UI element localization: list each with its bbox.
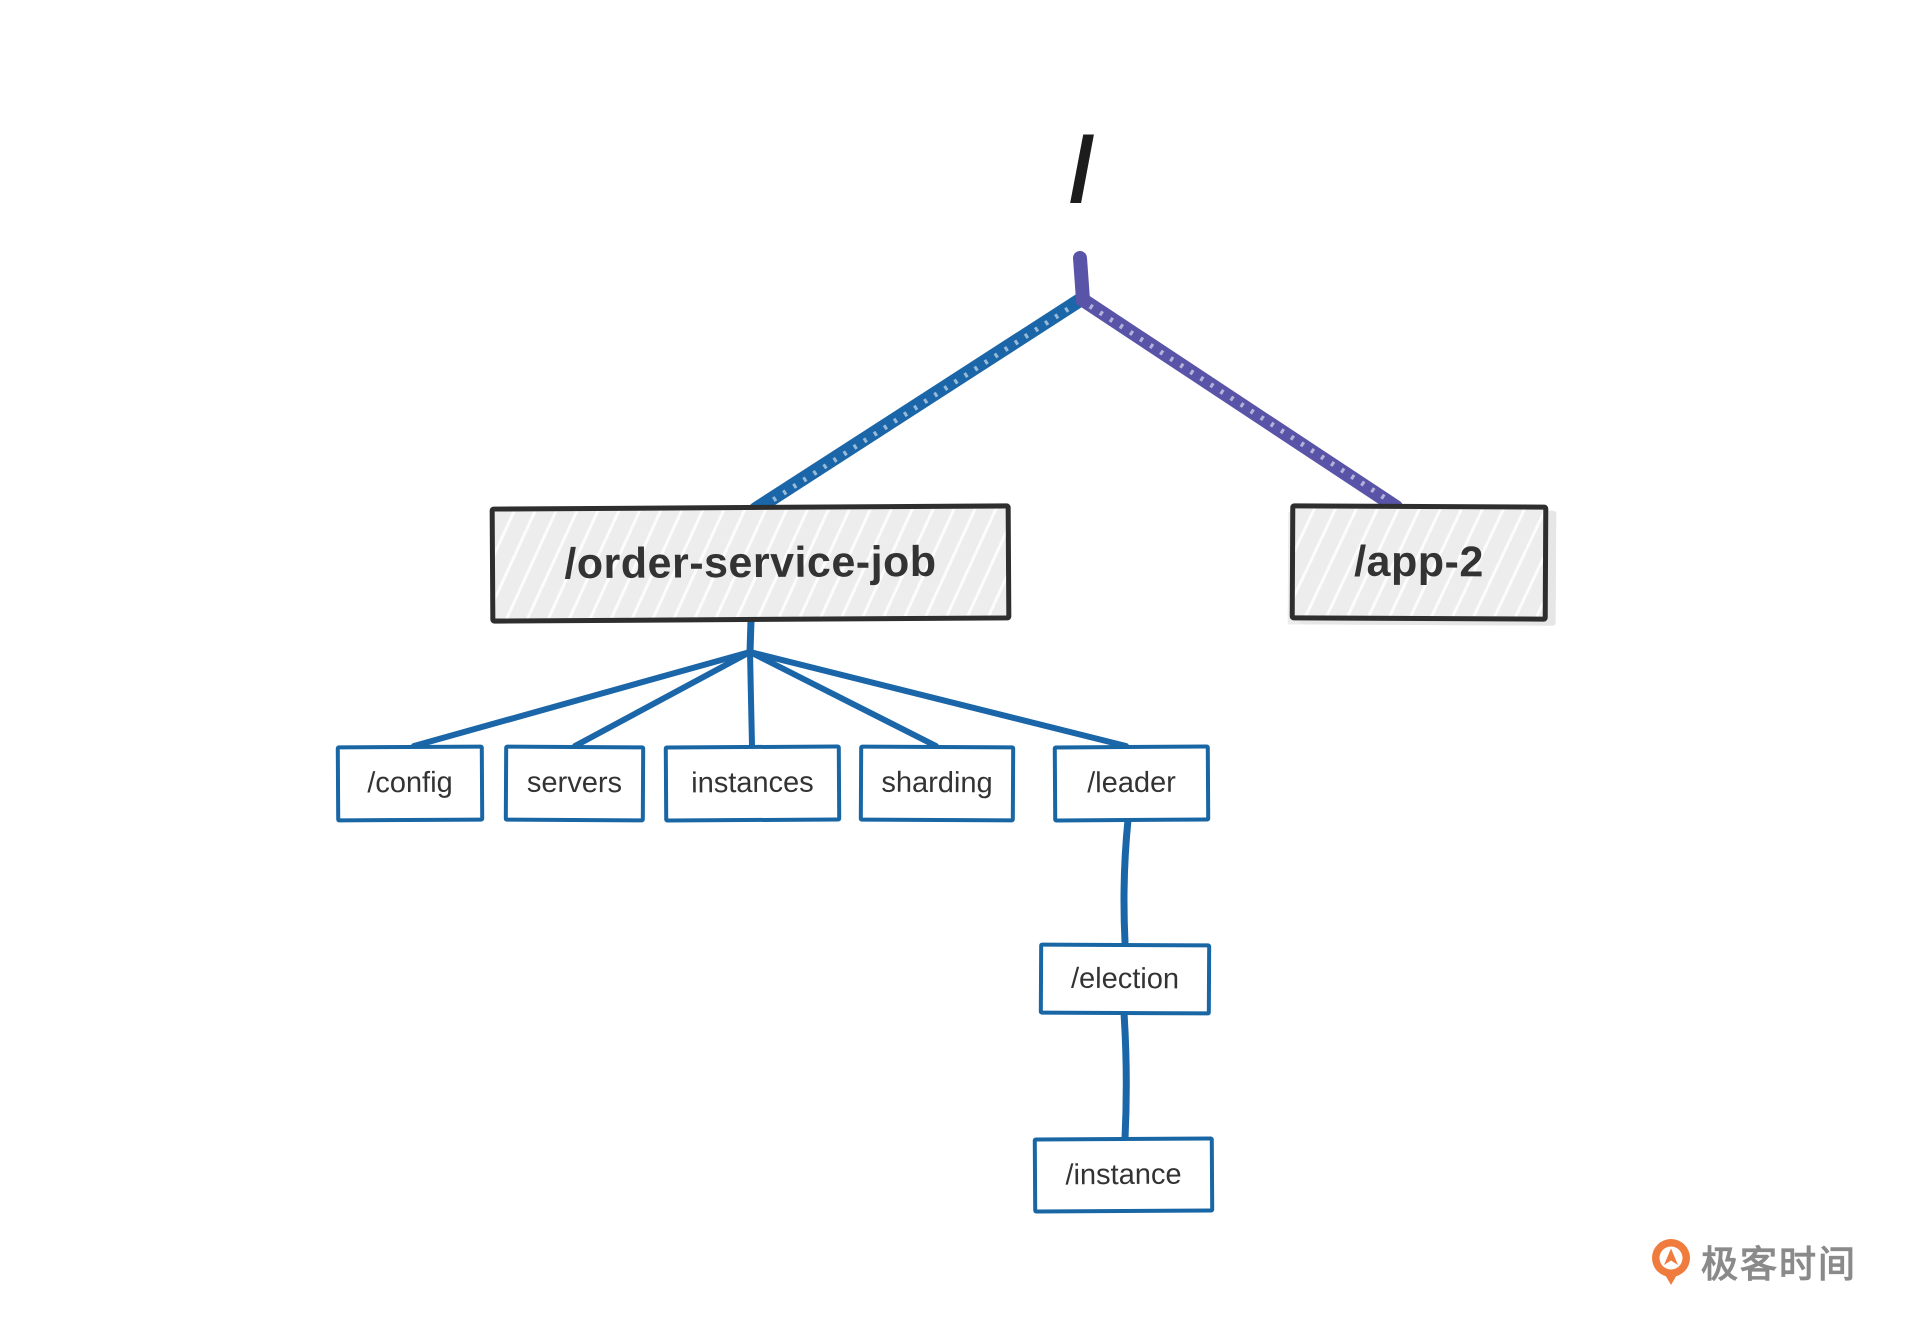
edge-root-order-service-job-texture [768,306,1070,505]
node-instance-label: /instance [1065,1158,1182,1191]
node-election-label: /election [1070,962,1180,995]
node-servers-label: servers [526,766,623,800]
edge-root-app-2-texture [1088,303,1390,503]
node-app-2: /app-2 [1289,503,1549,622]
node-instances: instances [663,744,842,823]
edge-osj-sharding [747,649,939,749]
node-election: /election [1038,942,1212,1016]
node-instances-label: instances [691,766,814,800]
edge-election-instance [1120,1009,1130,1143]
brand-watermark: 极客时间 [1650,1238,1857,1290]
node-sharding: sharding [858,744,1016,823]
node-config: /config [335,744,485,823]
node-order-service-job-label: /order-service-job [564,537,937,589]
node-instance: /instance [1032,1136,1215,1214]
node-servers: servers [503,744,646,823]
node-sharding-label: sharding [881,766,993,800]
edge-osj-servers [572,649,753,749]
node-leader-label: /leader [1087,766,1176,800]
node-app-2-label: /app-2 [1354,537,1484,587]
geektime-logo-icon [1652,1239,1690,1285]
node-root: / [1069,118,1095,221]
edge-osj-config [411,649,753,749]
geektime-logo-text: 极客时间 [1701,1243,1857,1285]
edge-osj-leader [747,649,1129,749]
node-leader: /leader [1052,744,1211,823]
node-config-label: /config [367,766,453,800]
edge-osj-stub [746,617,755,656]
edge-root-app-2 [1073,251,1403,514]
node-order-service-job: /order-service-job [489,503,1012,624]
edge-leader-election [1120,816,1132,946]
edge-osj-instances [747,649,755,749]
edge-root-order-service-job [749,293,1087,516]
